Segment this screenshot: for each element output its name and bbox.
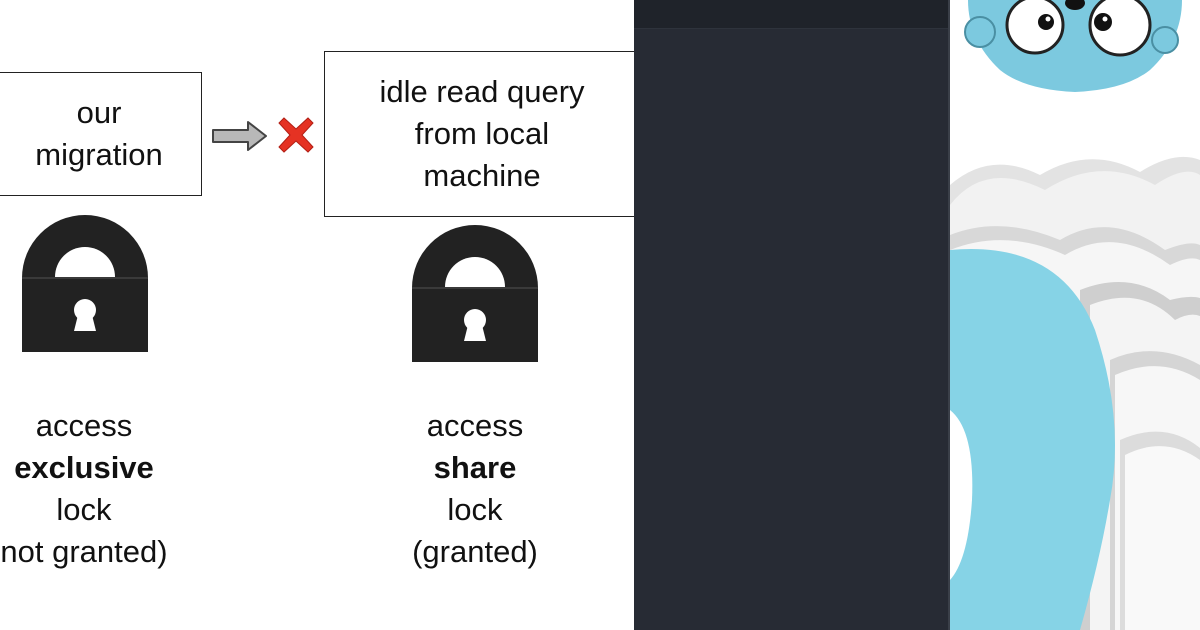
idle-query-box-line: machine <box>423 158 541 193</box>
share-lock-caption: access share lock (granted) <box>375 405 575 573</box>
idle-query-box-text: idle read query from local machine <box>379 71 584 197</box>
padlock-icon <box>22 215 148 352</box>
padlock-icon <box>412 225 538 362</box>
idle-query-box: idle read query from local machine <box>324 51 634 217</box>
lock-diagram-panel: our migration idle read query from local… <box>0 51 634 573</box>
divider <box>948 0 950 630</box>
dark-panel <box>634 0 950 630</box>
caption-lock-mode: share <box>433 450 517 485</box>
idle-query-box-line: idle read query <box>379 74 585 109</box>
exclusive-lock-caption: access exclusive lock not granted) <box>0 405 184 573</box>
gopher-cloud-art <box>950 0 1200 630</box>
right-arrow-icon <box>212 121 267 151</box>
caption-status: (granted) <box>412 534 538 569</box>
migration-box-line: our <box>76 95 122 130</box>
caption-line: lock <box>56 492 112 527</box>
caption-lock-mode: exclusive <box>14 450 154 485</box>
red-x-icon <box>278 117 314 153</box>
migration-box: our migration <box>0 72 202 196</box>
gopher-illustration <box>950 0 1200 630</box>
migration-box-line: migration <box>35 137 163 172</box>
dark-panel-header <box>634 0 950 29</box>
caption-line: access <box>35 408 133 443</box>
caption-line: access <box>426 408 524 443</box>
caption-status: not granted) <box>0 534 168 569</box>
caption-line: lock <box>447 492 503 527</box>
idle-query-box-line: from local <box>414 116 550 151</box>
migration-box-text: our migration <box>35 92 163 176</box>
